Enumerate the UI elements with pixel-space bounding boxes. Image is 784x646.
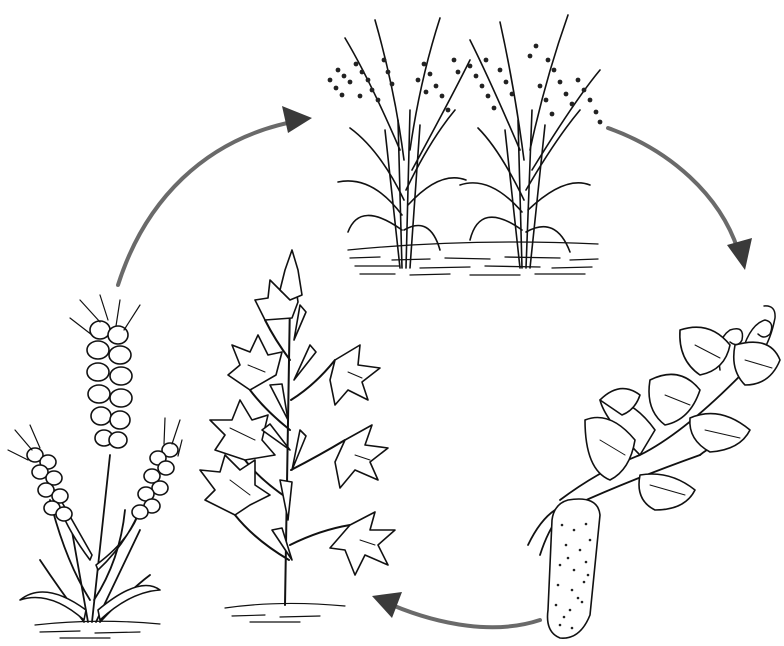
rice-plants-icon [328,15,603,275]
arrow-rice-to-pea [608,128,738,250]
arrowhead-rice-to-pea [727,238,752,270]
pea-plant-icon [528,306,780,638]
rice-grains-left [328,58,461,113]
wheat-ear-left [27,448,72,521]
arrowhead-wheat-to-rice [282,106,312,133]
arrowhead-pea-to-okra [372,592,402,618]
cycle-arrows [118,106,752,627]
okra-plant-icon [200,250,395,622]
arrow-wheat-to-rice [118,122,292,285]
arrow-pea-to-okra [392,605,540,627]
pea-pod [548,499,601,638]
wheat-plant-icon [8,295,182,638]
wheat-ear-center [87,321,132,448]
rice-grains-right [468,44,603,125]
rice-ground [348,242,598,275]
wheat-ear-right [132,443,178,519]
